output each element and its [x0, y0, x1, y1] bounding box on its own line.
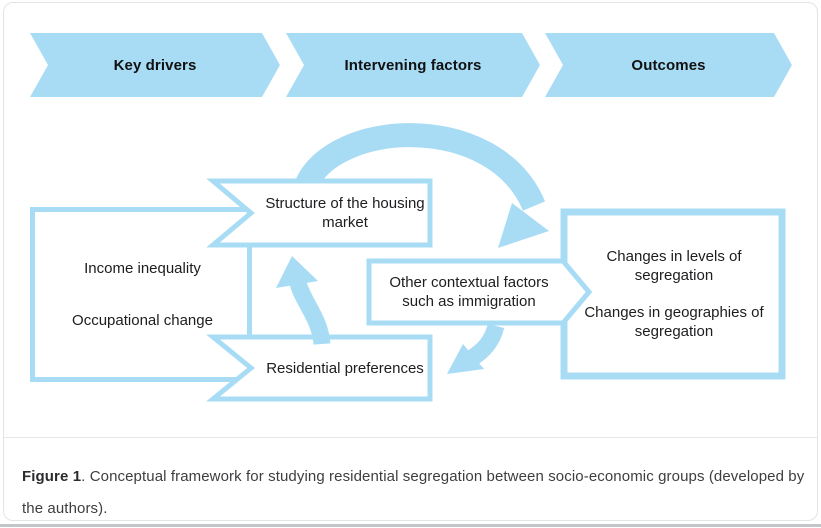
page-bottom-rule [0, 524, 821, 527]
label-income-inequality: Income inequality [84, 260, 201, 277]
banner-key-drivers: Key drivers [30, 33, 280, 97]
arrow-contextual-to-residential-head [447, 344, 484, 374]
box-key-drivers [30, 207, 252, 382]
box-residential-preferences [205, 334, 433, 402]
label-changes-levels: Changes in levels of segregation [606, 247, 742, 284]
arrow-contextual-to-residential [467, 323, 505, 366]
box-contextual-label: Other contextual factors such as immigra… [374, 260, 564, 324]
figure-caption-text: . Conceptual framework for studying resi… [22, 468, 805, 517]
arrow-residential-to-housing-head [276, 256, 318, 288]
box-housing-market [206, 178, 433, 248]
box-outcomes-labels: Changes in levels of segregation Changes… [570, 211, 778, 376]
arrow-housing-to-contextual [294, 123, 546, 212]
box-outcomes [560, 208, 786, 380]
label-contextual-factors: Other contextual factors such as immigra… [389, 274, 549, 310]
label-changes-geographies: Changes in geographies of segregation [584, 303, 764, 340]
banner-intervening-factors-label: Intervening factors [344, 56, 482, 74]
banner-key-drivers-label: Key drivers [113, 56, 197, 74]
banner-outcomes-label: Outcomes [631, 56, 706, 74]
figure-caption-label: Figure 1 [22, 468, 82, 485]
banner-outcomes: Outcomes [545, 33, 792, 97]
banner-intervening-factors: Intervening factors [286, 33, 540, 97]
label-residential-preferences: Residential preferences [266, 359, 424, 377]
box-key-drivers-labels: Income inequality Occupational change [40, 209, 245, 380]
label-housing-market: Structure of the housing market [265, 195, 425, 231]
caption-divider [4, 437, 817, 438]
arrow-residential-to-housing [289, 280, 331, 346]
figure-caption: Figure 1. Conceptual framework for study… [22, 461, 808, 525]
box-housing-market-label: Structure of the housing market [256, 180, 434, 246]
box-contextual-factors [366, 258, 593, 326]
box-residential-label: Residential preferences [256, 337, 434, 399]
label-occupational-change: Occupational change [72, 312, 213, 329]
arrow-housing-to-contextual-head [498, 203, 549, 248]
